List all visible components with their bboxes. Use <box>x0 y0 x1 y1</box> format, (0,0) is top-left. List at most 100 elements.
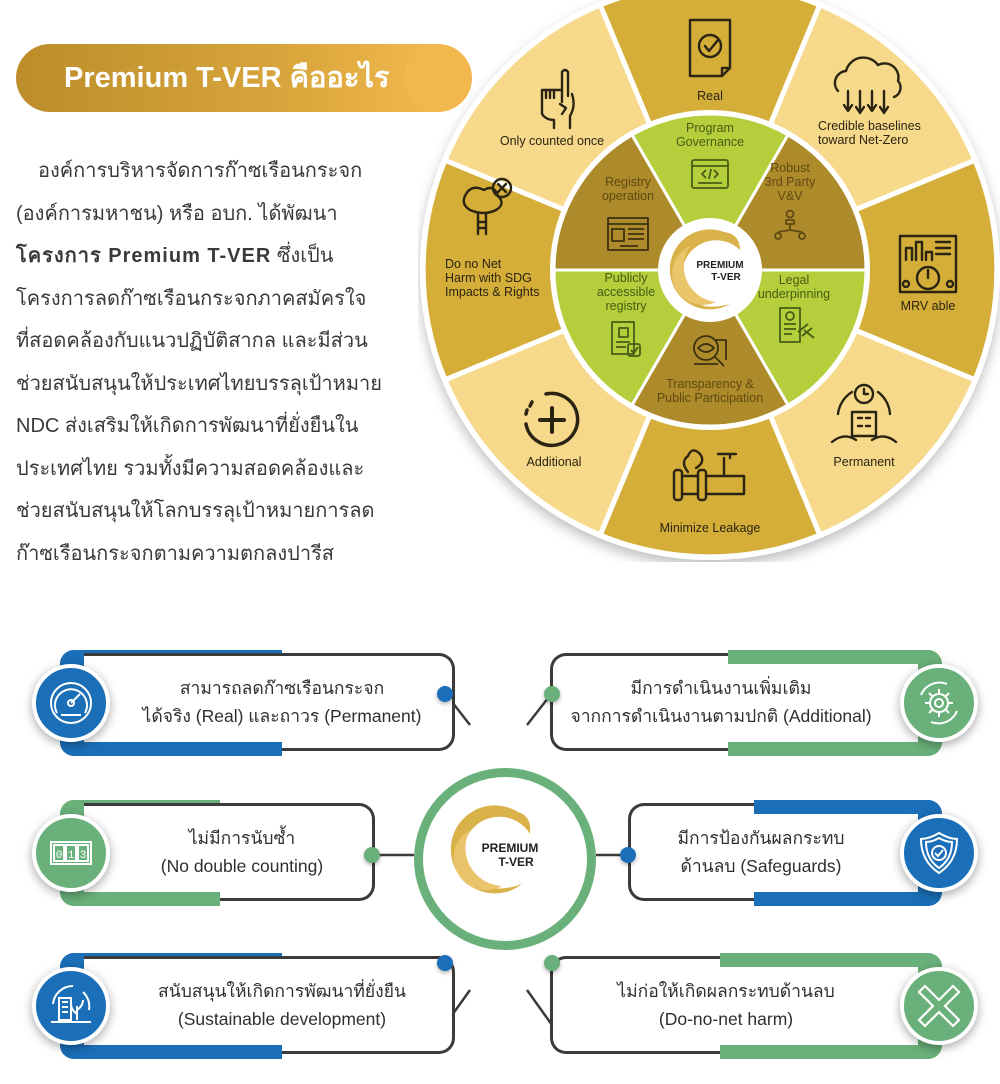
smokestack-x-icon <box>462 177 513 236</box>
accent-bar-bottom <box>60 892 220 906</box>
outer-label-do-no-harm-3: Impacts & Rights <box>445 285 539 299</box>
inner-label-public-registry-1: Publicly <box>604 271 648 285</box>
inner-label-legal-2: underpinning <box>758 287 830 301</box>
document-check-icon <box>688 18 732 78</box>
x-mark-icon <box>900 967 978 1045</box>
connector-dot <box>620 847 636 863</box>
feature-card-safeguards: มีการป้องกันผลกระทบ ด้านลบ (Safeguards) <box>626 800 978 910</box>
svg-text:3: 3 <box>80 850 87 862</box>
people-network-icon <box>774 209 806 240</box>
feature-en: (Do-no-net harm) <box>658 1009 794 1029</box>
accent-bar-top <box>728 650 942 664</box>
intro-line: ก๊าซเรือนกระจกตามความตกลงปารีส <box>16 542 335 565</box>
feature-en: ด้านลบ (Safeguards) <box>680 856 842 876</box>
feature-th: สามารถลดก๊าซเรือนกระจก <box>179 678 385 698</box>
intro-line: (องค์การมหาชน) หรือ อบก. ได้พัฒนา <box>16 202 338 225</box>
premium-tver-logo-icon <box>669 229 740 310</box>
intro-line: องค์การบริหารจัดการก๊าซเรือนกระจก <box>38 160 363 182</box>
accent-bar-bottom <box>60 1045 282 1059</box>
inner-segment-program-governance <box>629 112 791 274</box>
outer-label-permanent: Permanent <box>833 455 895 469</box>
intro-line: โครงการลดก๊าซเรือนกระจกภาคสมัครใจ <box>16 287 367 310</box>
speedometer-icon <box>32 664 110 742</box>
one-finger-hand-icon <box>540 68 575 130</box>
svg-text:0: 0 <box>56 850 63 862</box>
dashboard-meter-icon <box>898 234 958 294</box>
inner-label-legal-1: Legal <box>779 273 810 287</box>
feature-card-sustainable-development: สนับสนุนให้เกิดการพัฒนาที่ยั่งยืน (Susta… <box>32 953 462 1063</box>
connector-dot <box>544 686 560 702</box>
legal-gavel-icon <box>779 307 815 343</box>
feature-th: มีการป้องกันผลกระทบ <box>677 828 845 848</box>
outer-label-credible-1: Credible baselines <box>818 119 921 133</box>
accent-bar-top <box>754 800 942 814</box>
feature-th: ไม่ก่อให้เกิดผลกระทบด้านลบ <box>617 981 835 1001</box>
leaking-pipe-icon <box>672 449 746 502</box>
inner-label-transparency-1: Transparency & <box>666 377 754 391</box>
accent-bar-bottom <box>720 1045 942 1059</box>
accent-bar-bottom <box>728 742 942 756</box>
outer-label-do-no-harm-1: Do no Net <box>445 257 502 271</box>
plus-circle-icon <box>524 391 580 448</box>
shield-check-icon <box>900 814 978 892</box>
feature-en: (Sustainable development) <box>177 1009 387 1029</box>
inner-label-robust-2: 3rd Party <box>765 175 816 189</box>
building-clock-icon <box>830 383 898 444</box>
co2-cloud-icon <box>833 56 902 115</box>
intro-bold-project-name: โครงการ Premium T-VER <box>16 245 272 267</box>
outer-label-real: Real <box>697 89 723 103</box>
inner-segment-transparency <box>629 266 791 428</box>
feature-th: มีการดำเนินงานเพิ่มเติม <box>630 678 812 698</box>
outer-label-additional: Additional <box>527 455 582 469</box>
intro-paragraph: องค์การบริหารจัดการก๊าซเรือนกระจก (องค์ก… <box>16 150 406 575</box>
accent-bar-top <box>720 953 942 967</box>
center-logo-line1: PREMIUM <box>696 260 743 271</box>
hub-logo-line2: T-VER <box>498 855 534 869</box>
accent-bar-bottom <box>754 892 942 906</box>
magnifier-eye-icon <box>693 335 727 367</box>
inner-label-transparency-2: Public Participation <box>657 391 763 405</box>
intro-line: ช่วยสนับสนุนให้โลกบรรลุเป้าหมายการลด <box>16 500 375 522</box>
registry-doc-icon <box>611 321 641 357</box>
gear-cycle-icon <box>900 664 978 742</box>
feature-th: ไม่มีการนับซ้ำ <box>188 828 296 848</box>
accent-bar-bottom <box>60 742 282 756</box>
inner-label-robust-1: Robust <box>770 161 810 175</box>
title-banner: Premium T-VER คืออะไร <box>16 44 472 112</box>
premium-tver-logo-icon <box>450 805 531 894</box>
criteria-wheel: PREMIUM T-VER <box>418 0 1000 562</box>
outer-label-credible-2: toward Net-Zero <box>818 133 908 147</box>
inner-label-program-1: Program <box>686 121 734 135</box>
inner-label-registry-op-2: operation <box>602 189 654 203</box>
intro-line: ซึ่งเป็น <box>271 245 334 267</box>
feature-card-additional: มีการดำเนินงานเพิ่มเติม จากการดำเนินงานต… <box>548 650 978 760</box>
inner-label-public-registry-3: registry <box>606 299 648 313</box>
outer-label-mrv: MRV able <box>901 299 956 313</box>
code-window-icon <box>691 159 729 189</box>
hub-logo-line1: PREMIUM <box>482 841 539 855</box>
svg-text:1: 1 <box>68 850 75 862</box>
feature-en: ได้จริง (Real) และถาวร (Permanent) <box>142 706 422 726</box>
feature-en: จากการดำเนินงานตามปกติ (Additional) <box>570 706 872 726</box>
inner-label-robust-3: V&V <box>777 189 803 203</box>
intro-line: NDC ส่งเสริมให้เกิดการพัฒนาที่ยั่งยืนใน <box>16 415 359 437</box>
intro-line: ประเทศไทย รวมทั้งมีความสอดคล้องและ <box>16 457 365 480</box>
feature-en: (No double counting) <box>160 856 324 876</box>
intro-line: ที่สอดคล้องกับแนวปฏิบัติสากล และมีส่วน <box>16 330 368 352</box>
feature-card-do-no-net-harm: ไม่ก่อให้เกิดผลกระทบด้านลบ (Do-no-net ha… <box>548 953 978 1063</box>
connector-dot <box>544 955 560 971</box>
page-title: Premium T-VER คืออะไร <box>64 62 390 94</box>
inner-label-program-2: Governance <box>676 135 744 149</box>
outer-label-do-no-harm-2: Harm with SDG <box>445 271 532 285</box>
intro-line: ช่วยสนับสนุนให้ประเทศไทยบรรลุเป้าหมาย <box>16 372 382 395</box>
center-logo-line2: T-VER <box>711 272 741 283</box>
outer-label-minimize-leakage: Minimize Leakage <box>660 521 761 535</box>
feature-card-real-permanent: สามารถลดก๊าซเรือนกระจก ได้จริง (Real) แล… <box>32 650 462 760</box>
inner-label-public-registry-2: accessible <box>597 285 655 299</box>
connector-dot <box>364 847 380 863</box>
registry-screen-icon <box>607 217 649 251</box>
inner-label-registry-op-1: Registry <box>605 175 652 189</box>
feature-th: สนับสนุนให้เกิดการพัฒนาที่ยั่งยืน <box>158 981 406 1001</box>
sustainable-city-icon <box>32 967 110 1045</box>
